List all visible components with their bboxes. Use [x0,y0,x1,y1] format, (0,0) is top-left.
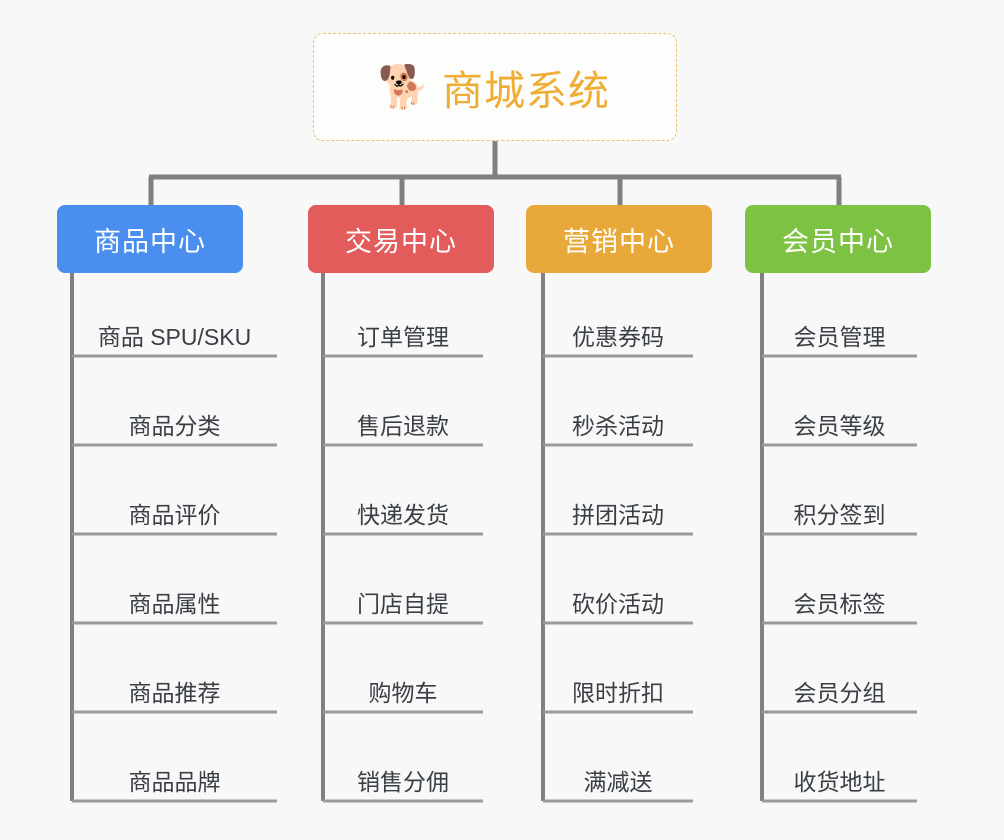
leaf-label: 订单管理 [357,324,449,350]
branch-node-3[interactable]: 营销中心 [526,205,712,273]
leaf-node[interactable]: 会员管理 [762,312,917,356]
branch-node-1[interactable]: 商品中心 [57,205,243,273]
leaf-node[interactable]: 门店自提 [323,579,483,623]
leaf-node[interactable]: 秒杀活动 [543,401,693,445]
leaf-node[interactable]: 快递发货 [323,490,483,534]
leaf-label: 商品 SPU/SKU [97,324,252,350]
leaf-node[interactable]: 商品评价 [72,490,277,534]
leaf-label: 拼团活动 [572,502,664,528]
leaf-node[interactable]: 限时折扣 [543,668,693,712]
branch-label: 会员中心 [782,226,894,257]
leaf-label: 销售分佣 [357,769,449,795]
leaf-label: 门店自提 [357,591,449,617]
branch-node-2[interactable]: 交易中心 [308,205,494,273]
branch-label: 商品中心 [94,226,206,257]
leaf-node[interactable]: 商品 SPU/SKU [72,312,277,356]
leaf-node[interactable]: 售后退款 [323,401,483,445]
leaf-label: 满减送 [583,769,653,795]
leaf-label: 砍价活动 [572,591,664,617]
leaf-label: 购物车 [368,680,438,706]
leaf-node[interactable]: 砍价活动 [543,579,693,623]
leaf-node[interactable]: 购物车 [323,668,483,712]
leaf-label: 商品推荐 [128,680,221,706]
shiba-dog-face-icon: 🐕 [377,63,431,110]
leaf-node[interactable]: 积分签到 [762,490,917,534]
leaf-label: 会员管理 [793,324,886,350]
leaf-label: 会员分组 [793,680,886,706]
leaf-node[interactable]: 会员等级 [762,401,917,445]
leaf-node[interactable]: 商品推荐 [72,668,277,712]
leaf-label: 商品分类 [128,413,221,439]
leaf-label: 商品评价 [128,502,221,528]
leaf-node[interactable]: 会员分组 [762,668,917,712]
leaf-label: 商品品牌 [128,769,221,795]
leaf-node[interactable]: 拼团活动 [543,490,693,534]
leaf-label: 商品属性 [128,591,221,617]
leaf-node[interactable]: 商品属性 [72,579,277,623]
leaf-label: 优惠券码 [572,324,664,350]
leaf-label: 积分签到 [793,502,886,528]
branch-label: 交易中心 [345,226,457,257]
leaf-label: 收货地址 [793,769,886,795]
leaf-node[interactable]: 会员标签 [762,579,917,623]
leaf-node[interactable]: 商品分类 [72,401,277,445]
leaf-label: 秒杀活动 [572,413,664,439]
branch-node-4[interactable]: 会员中心 [745,205,931,273]
root-node[interactable]: 🐕 商城系统 [313,33,677,141]
leaf-node[interactable]: 商品品牌 [72,757,277,801]
leaf-label: 售后退款 [357,413,449,439]
branch-label: 营销中心 [563,226,675,257]
leaf-node[interactable]: 收货地址 [762,757,917,801]
leaf-node[interactable]: 满减送 [543,757,693,801]
leaf-node[interactable]: 销售分佣 [323,757,483,801]
leaf-label: 限时折扣 [572,680,664,706]
leaf-node[interactable]: 优惠券码 [543,312,693,356]
leaf-node[interactable]: 订单管理 [323,312,483,356]
leaf-label: 会员等级 [793,413,886,439]
leaf-label: 快递发货 [357,502,449,528]
root-title: 商城系统 [442,68,610,114]
leaf-label: 会员标签 [793,591,886,617]
